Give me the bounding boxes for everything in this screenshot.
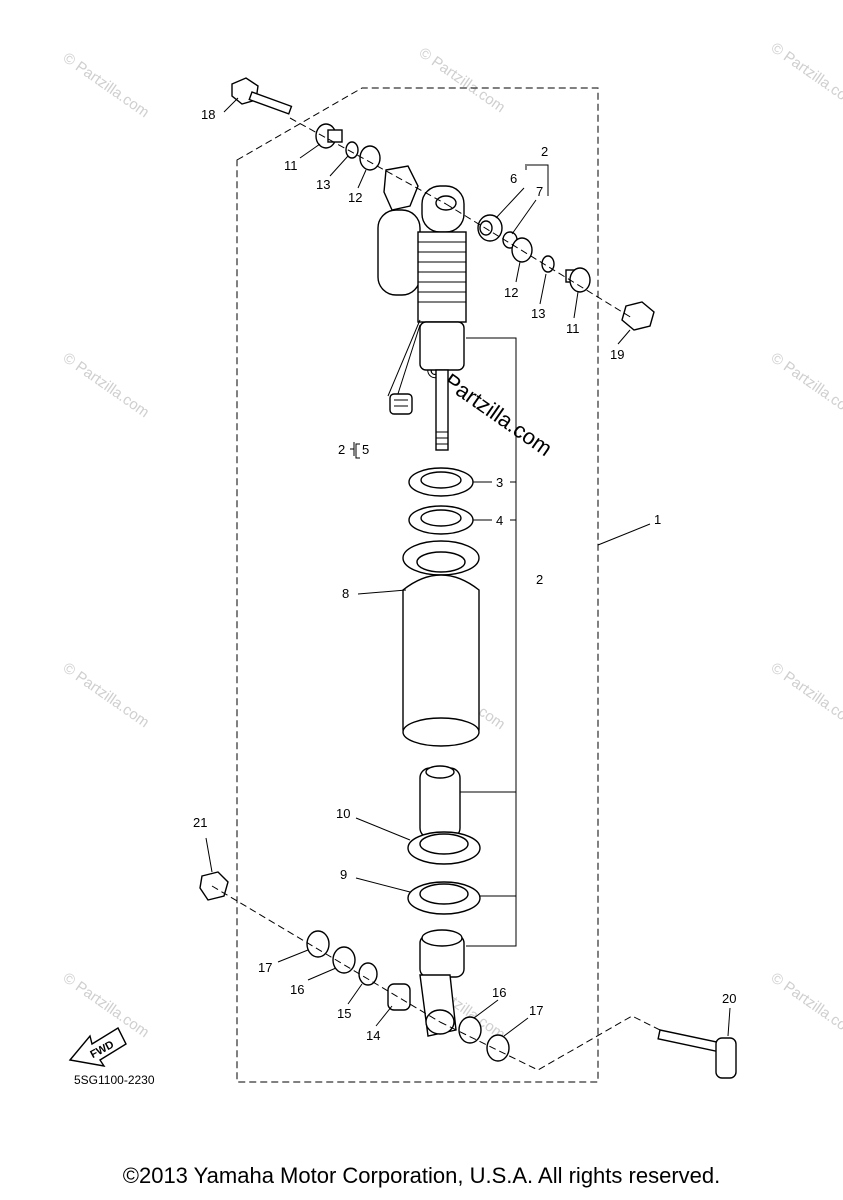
callout-10: 10 [336, 806, 350, 821]
callout-11-right: 11 [566, 321, 580, 336]
part-13-oring-upper [345, 141, 359, 159]
callout-5: 5 [362, 442, 369, 457]
callout-14: 14 [366, 1028, 380, 1043]
bump-stopper [419, 765, 461, 839]
callout-8: 8 [342, 586, 349, 601]
part-16-seal-left [332, 946, 356, 974]
callouts: 1 2 2 2 3 4 5 6 7 8 9 10 11 11 12 12 13 … [193, 107, 736, 1043]
watermark: © Partzilla.com [60, 49, 153, 121]
callout-3: 3 [496, 475, 503, 490]
part-9-spring-seat [407, 881, 481, 915]
callout-12-right: 12 [504, 285, 518, 300]
axis-upper-left [289, 117, 447, 205]
callout-21: 21 [193, 815, 207, 830]
callout-4: 4 [496, 513, 503, 528]
callout-1: 1 [654, 512, 661, 527]
callout-19: 19 [610, 347, 624, 362]
watermark: © Partzilla.com [768, 349, 843, 421]
part-8-spring [402, 540, 480, 747]
drawing-code: 5SG1100-2230 [74, 1073, 155, 1087]
callout-11-upper: 11 [284, 158, 298, 173]
callout-15: 15 [337, 1006, 351, 1021]
watermark: © Partzilla.com [60, 349, 153, 421]
axis-lower-left [211, 885, 441, 1023]
part-10-spring-seat [407, 831, 481, 865]
callout-16-left: 16 [290, 982, 304, 997]
part-4-ring-nut [408, 505, 474, 535]
part-11-collar-right [565, 267, 591, 293]
callout-9: 9 [340, 867, 347, 882]
callout-16-right: 16 [492, 985, 506, 1000]
copyright-notice: ©2013 Yamaha Motor Corporation, U.S.A. A… [122, 1163, 721, 1188]
callout-2-left: 2 [338, 442, 345, 457]
shock-absorber [377, 165, 467, 451]
callout-20: 20 [722, 991, 736, 1006]
part-12-bearing-upper [359, 145, 381, 171]
callout-18: 18 [201, 107, 215, 122]
watermark: © Partzilla.com [768, 969, 843, 1041]
part-21-nut [199, 871, 229, 901]
part-20-bolt [657, 1029, 737, 1079]
part-18-bolt [231, 77, 293, 115]
fwd-arrow: FWD [68, 1027, 127, 1067]
part-17-collar-left [306, 930, 330, 958]
callout-13-upper: 13 [316, 177, 330, 192]
part-6-bushing [477, 214, 503, 242]
callout-2-upper: 2 [541, 144, 548, 159]
part-11-collar-upper [315, 123, 343, 149]
part-16-seal-right [458, 1016, 482, 1044]
axis-upper-right [445, 203, 633, 319]
part-17-collar-right [486, 1034, 510, 1062]
watermark: © Partzilla.com [768, 39, 843, 111]
part-19-nut [621, 301, 655, 331]
callout-12-upper: 12 [348, 190, 362, 205]
leader-lines [205, 97, 731, 1037]
part-5-adjuster [389, 393, 413, 415]
part-3-ring-nut [408, 467, 474, 497]
callout-7: 7 [536, 184, 543, 199]
lower-clevis [419, 929, 465, 1037]
callout-2-right: 2 [536, 572, 543, 587]
watermark: © Partzilla.com [60, 659, 153, 731]
part-15-collar [358, 962, 378, 986]
callout-17-right: 17 [529, 1003, 543, 1018]
watermark: © Partzilla.com [416, 44, 509, 116]
callout-6: 6 [510, 171, 517, 186]
axis-lower-right [439, 1015, 661, 1071]
watermark: © Partzilla.com [60, 969, 153, 1041]
part-14-bearing [387, 983, 411, 1011]
watermark: © Partzilla.com [768, 659, 843, 731]
callout-17-left: 17 [258, 960, 272, 975]
callout-13-right: 13 [531, 306, 545, 321]
